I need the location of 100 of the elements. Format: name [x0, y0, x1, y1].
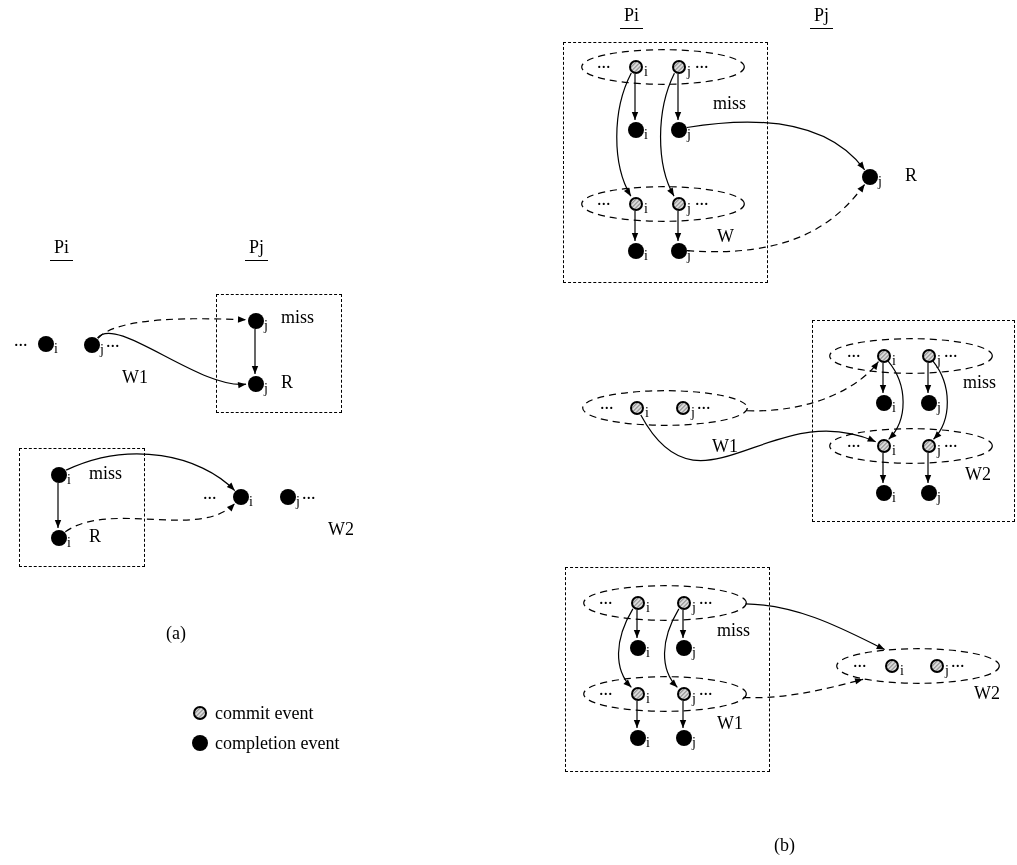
ellipsis: ... [847, 432, 861, 450]
dashed-ellipse [583, 585, 747, 621]
arrow [633, 700, 641, 729]
subscript-label: i [644, 249, 648, 263]
arrow [674, 210, 682, 242]
ellipsis: ... [203, 484, 217, 502]
hatched-circle [672, 197, 686, 211]
subscript-label: j [692, 601, 696, 615]
node-label: miss [713, 94, 746, 112]
arrow [679, 700, 687, 729]
node-label: miss [963, 373, 996, 391]
dashed-arrow [97, 316, 247, 339]
node-label: R [89, 527, 101, 545]
dashed-box [216, 294, 342, 413]
arrow [924, 362, 932, 394]
filled-circle [676, 730, 692, 746]
subscript-label: i [67, 536, 71, 550]
arrow [879, 452, 887, 484]
process-heading: Pi [50, 238, 73, 261]
arrow [679, 609, 687, 639]
node-label: W2 [965, 465, 991, 483]
subscript-label: j [687, 249, 691, 263]
ellipsis: ... [951, 652, 965, 670]
subscript-label: j [264, 382, 268, 396]
subscript-label: i [67, 473, 71, 487]
arrow [745, 603, 886, 651]
ellipsis: ... [600, 394, 614, 412]
subscript-label: j [937, 354, 941, 368]
node-label: miss [89, 464, 122, 482]
subscript-label: j [687, 128, 691, 142]
ellipsis: ... [14, 331, 28, 349]
filled-circle [248, 376, 264, 392]
filled-circle [51, 467, 67, 483]
subscript-label: i [645, 406, 649, 420]
hatched-circle [885, 659, 899, 673]
dashed-box [565, 567, 770, 772]
subscript-label: j [687, 202, 691, 216]
subscript-label: i [646, 601, 650, 615]
dashed-ellipse [582, 390, 748, 426]
ellipsis: ... [697, 394, 711, 412]
ellipsis: ... [847, 342, 861, 360]
ellipsis: ... [695, 53, 709, 71]
arrow [686, 121, 866, 171]
filled-circle [628, 122, 644, 138]
hatched-circle [922, 349, 936, 363]
filled-circle [676, 640, 692, 656]
subscript-label: j [692, 736, 696, 750]
filled-circle [876, 395, 892, 411]
node-label: R [281, 373, 293, 391]
hatched-circle [922, 439, 936, 453]
hatched-circle [877, 439, 891, 453]
ellipsis: ... [699, 589, 713, 607]
arrow [932, 360, 948, 440]
subscript-label: j [937, 401, 941, 415]
arrow [251, 328, 259, 375]
hatched-circle [676, 401, 690, 415]
filled-circle [921, 485, 937, 501]
text-label: W2 [328, 520, 354, 538]
dashed-arrow [746, 360, 879, 412]
ellipsis: ... [597, 190, 611, 208]
hatched-circle [631, 596, 645, 610]
filled-circle [671, 243, 687, 259]
subscript-label: i [892, 354, 896, 368]
subscript-label: i [892, 444, 896, 458]
subscript-label: j [687, 65, 691, 79]
filled-circle [862, 169, 878, 185]
subscript-label: j [945, 664, 949, 678]
process-heading: Pi [620, 6, 643, 29]
subscript-label: j [296, 495, 300, 509]
filled-circle [876, 485, 892, 501]
arrow [65, 453, 236, 492]
hatched-circle [677, 687, 691, 701]
hatched-circle [631, 687, 645, 701]
subscript-label: i [646, 692, 650, 706]
ellipsis: ... [302, 484, 316, 502]
dashed-ellipse [829, 428, 993, 464]
subscript-label: j [692, 646, 696, 660]
node-label: miss [281, 308, 314, 326]
node-label: W [717, 227, 734, 245]
hatched-circle [630, 401, 644, 415]
arrow [640, 414, 877, 462]
filled-circle [84, 337, 100, 353]
ellipsis: ... [597, 53, 611, 71]
subscript-label: i [892, 491, 896, 505]
arrow [633, 609, 641, 639]
dashed-box [563, 42, 768, 283]
filled-circle [38, 336, 54, 352]
node-label: W1 [712, 437, 738, 455]
hatched-circle [629, 197, 643, 211]
arrow [659, 72, 675, 197]
text-label: W1 [122, 368, 148, 386]
hatched-circle [677, 596, 691, 610]
arrow [631, 73, 639, 121]
dashed-ellipse [829, 338, 993, 374]
dashed-ellipse [583, 676, 747, 712]
hatched-circle [629, 60, 643, 74]
dashed-arrow [742, 678, 864, 699]
text-label: (b) [774, 836, 795, 854]
ellipsis: ... [944, 342, 958, 360]
subscript-label: j [264, 319, 268, 333]
